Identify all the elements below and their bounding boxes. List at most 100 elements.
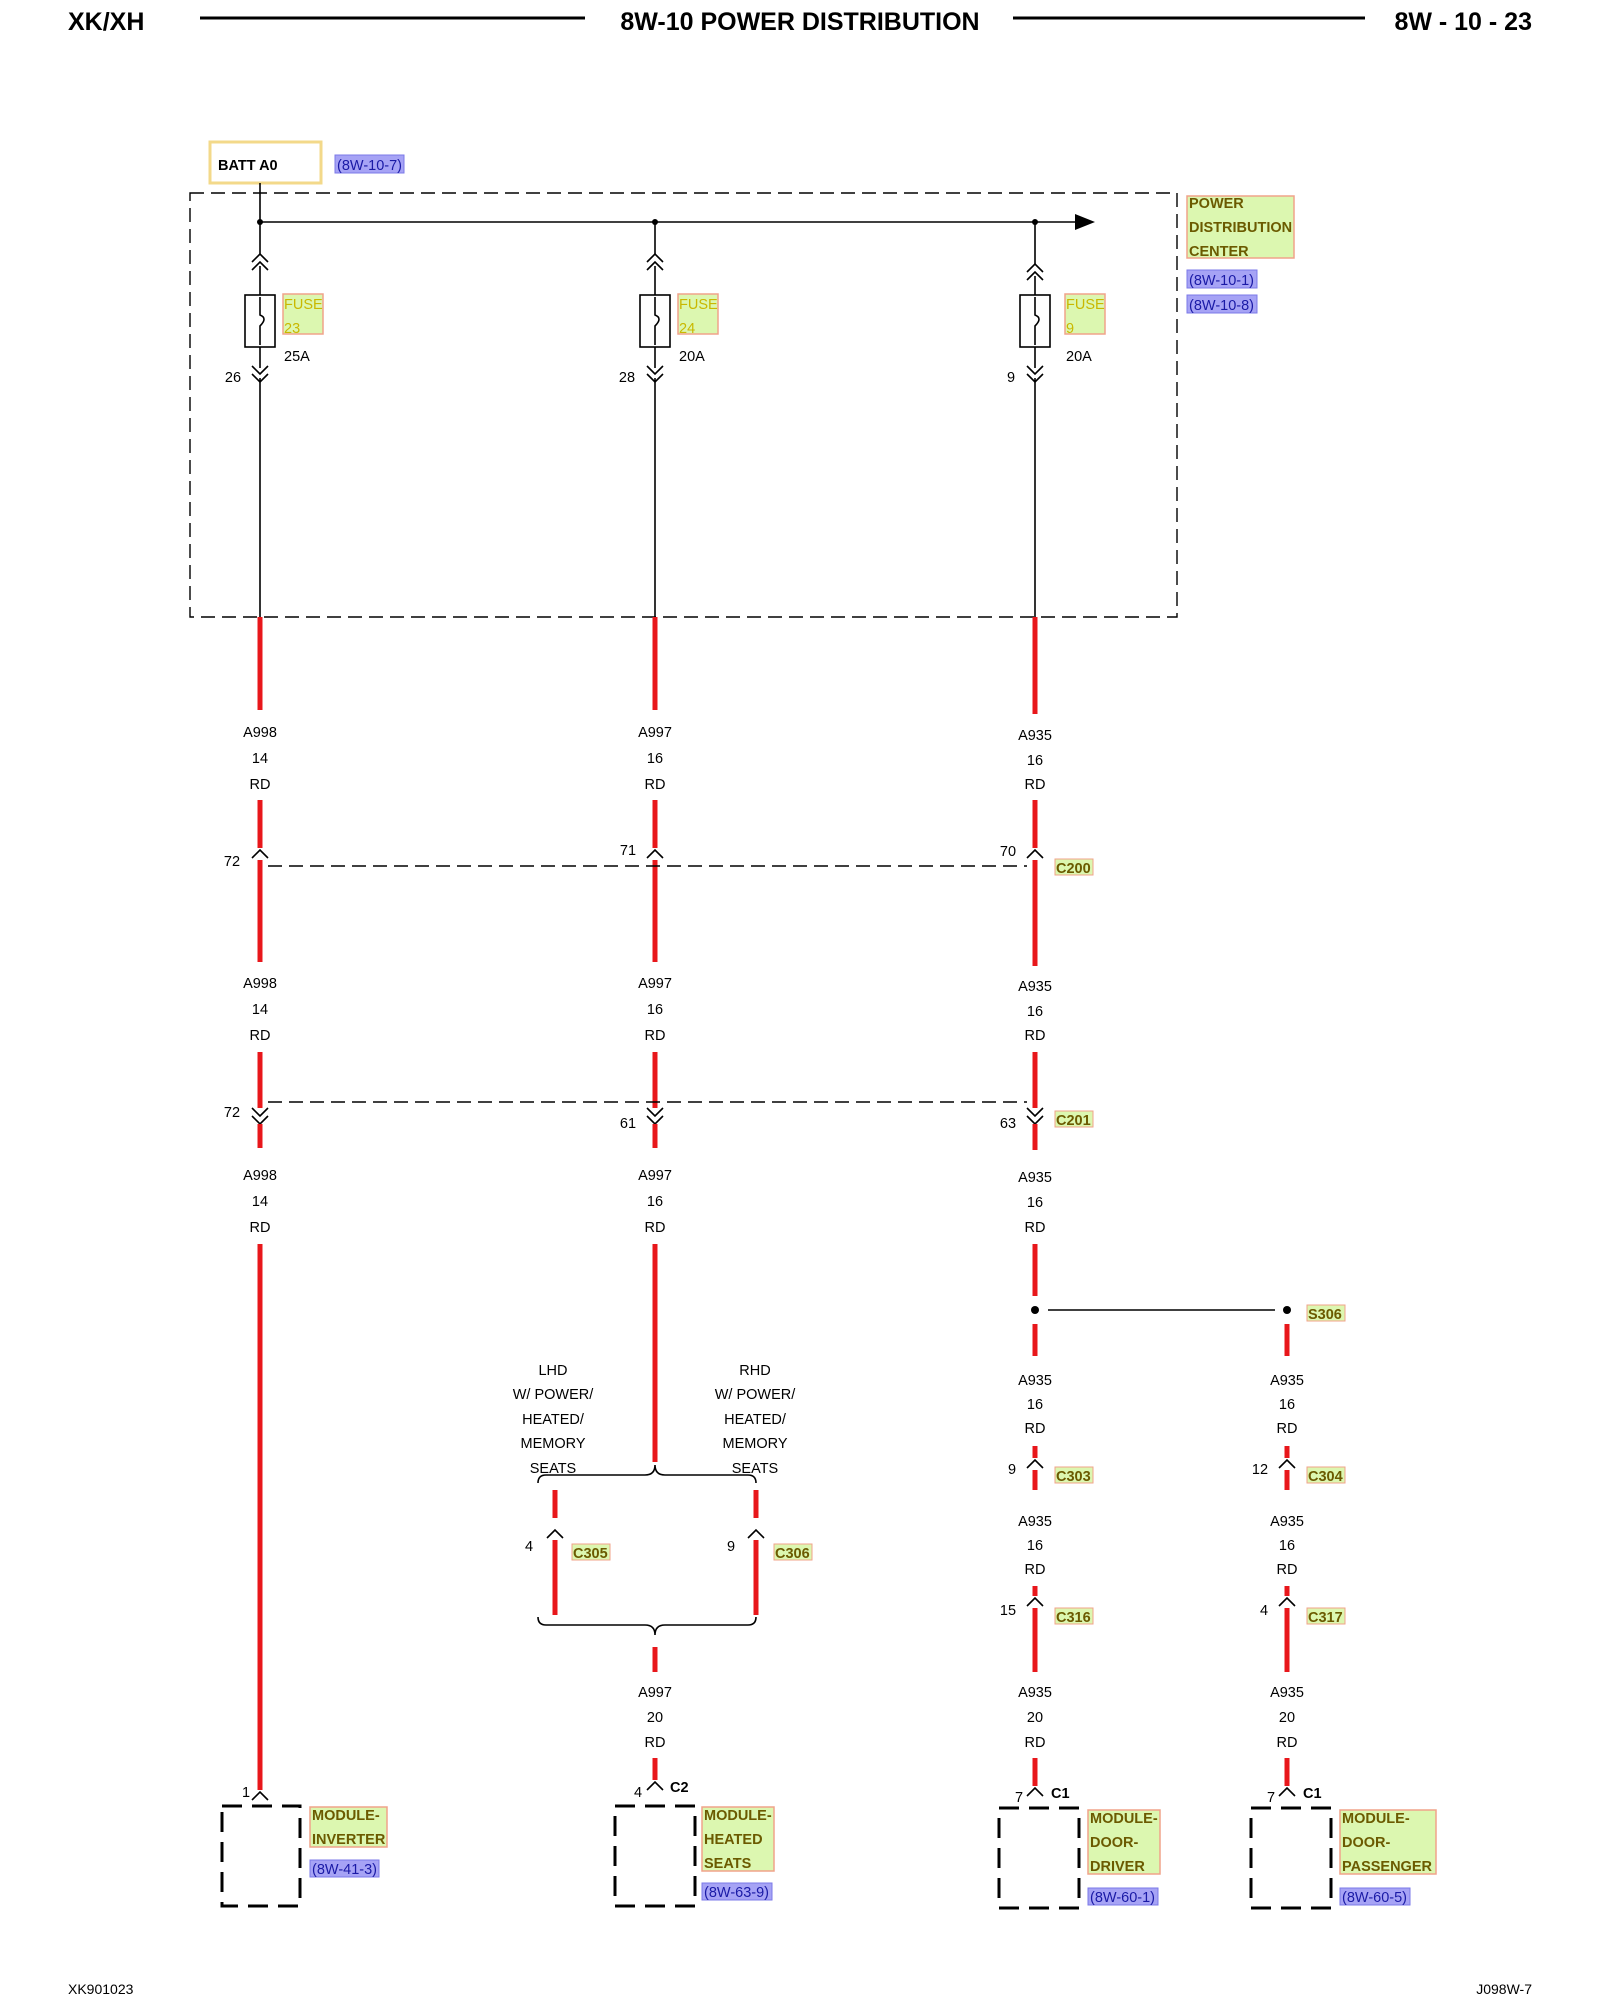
a998-label-2: A998 (243, 976, 277, 992)
circuit-a935: A935 16 RD A935 16 RD A935 16 RD A935 16… (1018, 617, 1291, 1786)
a998-gauge-1: 14 (252, 751, 268, 767)
fuse-24: FUSE 24 20A 28 (619, 222, 719, 617)
door-driver-name-1: MODULE- (1090, 1811, 1158, 1827)
a935p-color-1: RD (1277, 1421, 1298, 1437)
power-distribution-center: POWER DISTRIBUTION CENTER (8W-10-1) (8W-… (189, 192, 1295, 618)
c201-pin-2: 61 (620, 1116, 636, 1132)
a998-label-3: A998 (243, 1168, 277, 1184)
rhd-line-5: SEATS (732, 1461, 778, 1477)
a935p-label-2: A935 (1270, 1514, 1304, 1530)
door-passenger-name-3: PASSENGER (1342, 1859, 1433, 1875)
rhd-line-4: MEMORY (723, 1436, 788, 1452)
connector-c200: 72 71 70 C200 (224, 843, 1094, 877)
a935-color-3: RD (1025, 1220, 1046, 1236)
battery-source: BATT A0 (8W-10-7) (208, 140, 405, 185)
header-model: XK/XH (68, 8, 144, 36)
a935p-label-3: A935 (1270, 1685, 1304, 1701)
lhd-line-3: HEATED/ (522, 1412, 585, 1428)
a997-color-4: RD (645, 1735, 666, 1751)
door-driver-name-3: DRIVER (1090, 1859, 1145, 1875)
a935-label-5: A935 (1018, 1514, 1052, 1530)
lhd-line-2: W/ POWER/ (513, 1387, 595, 1403)
circuit-a997: A997 16 RD A997 16 RD A997 16 RD A997 20… (537, 617, 765, 1780)
fuse-24-number: 24 (679, 321, 695, 337)
connector-c303: 9 C303 (1008, 1462, 1094, 1485)
c305-name: C305 (573, 1546, 608, 1562)
a935-gauge-2: 16 (1027, 1004, 1043, 1020)
door-passenger-pin: 7 (1267, 1790, 1275, 1806)
a998-label-1: A998 (243, 725, 277, 741)
door-passenger-ref: (8W-60-5) (1342, 1890, 1407, 1906)
lhd-line-5: SEATS (530, 1461, 576, 1477)
a935-color-4: RD (1025, 1421, 1046, 1437)
module-heated-seats: 4 C2 MODULE- HEATED SEATS (8W-63-9) (613, 1780, 775, 1908)
a935p-label-1: A935 (1270, 1373, 1304, 1389)
a935-label-3: A935 (1018, 1170, 1052, 1186)
a997-gauge-2: 16 (647, 1002, 663, 1018)
a998-gauge-2: 14 (252, 1002, 268, 1018)
a935-gauge-5: 16 (1027, 1538, 1043, 1554)
fuse-24-pin: 28 (619, 370, 635, 386)
connector-c304: 12 C304 (1252, 1462, 1346, 1485)
fuse-23-label: FUSE (284, 297, 323, 313)
a935-color-2: RD (1025, 1028, 1046, 1044)
inverter-pin: 1 (242, 1785, 250, 1801)
pdc-name-line-3: CENTER (1189, 244, 1249, 260)
connector-c201: 72 61 63 C201 (224, 1101, 1094, 1132)
door-passenger-name-1: MODULE- (1342, 1811, 1410, 1827)
a997-color-2: RD (645, 1028, 666, 1044)
c306-name: C306 (775, 1546, 810, 1562)
fuse-9-rating: 20A (1066, 349, 1092, 365)
a997-color-1: RD (645, 777, 666, 793)
a997-label-4: A997 (638, 1685, 672, 1701)
a935-label-1: A935 (1018, 728, 1052, 744)
option-lhd-label: LHD W/ POWER/ HEATED/ MEMORY SEATS (513, 1363, 595, 1477)
a935p-color-3: RD (1277, 1735, 1298, 1751)
c303-pin: 9 (1008, 1462, 1016, 1478)
heated-seats-conn: C2 (670, 1780, 689, 1796)
option-rhd-label: RHD W/ POWER/ HEATED/ MEMORY SEATS (715, 1363, 797, 1477)
fuse-9: FUSE 9 20A 9 (1007, 222, 1106, 617)
footer-code: XK901023 (68, 1981, 134, 1997)
lhd-line-4: MEMORY (521, 1436, 586, 1452)
door-driver-ref: (8W-60-1) (1090, 1890, 1155, 1906)
a997-label-2: A997 (638, 976, 672, 992)
a997-label-3: A997 (638, 1168, 672, 1184)
c304-name: C304 (1308, 1469, 1343, 1485)
c200-name: C200 (1056, 861, 1091, 877)
circuit-a935-passenger: A935 16 RD A935 16 RD A935 20 RD (1270, 1324, 1304, 1786)
a935-color-6: RD (1025, 1735, 1046, 1751)
s306-name: S306 (1308, 1307, 1342, 1323)
a997-gauge-4: 20 (647, 1710, 663, 1726)
fuse-9-label: FUSE (1066, 297, 1105, 313)
fuse-23-pin: 26 (225, 370, 241, 386)
rhd-line-3: HEATED/ (724, 1412, 787, 1428)
inverter-name-2: INVERTER (312, 1832, 386, 1848)
a935-color-5: RD (1025, 1562, 1046, 1578)
a935p-color-2: RD (1277, 1562, 1298, 1578)
heated-seats-name-3: SEATS (704, 1856, 752, 1872)
rhd-line-1: RHD (739, 1363, 770, 1379)
a935-gauge-6: 20 (1027, 1710, 1043, 1726)
fuse-23: FUSE 23 25A 26 (225, 222, 324, 617)
fuse-24-rating: 20A (679, 349, 705, 365)
pdc-name-line-2: DISTRIBUTION (1189, 220, 1292, 236)
c317-pin: 4 (1260, 1603, 1268, 1619)
pdc-ref-1: (8W-10-1) (1189, 273, 1254, 289)
fuse-24-label: FUSE (679, 297, 718, 313)
c305-pin: 4 (525, 1539, 533, 1555)
a997-label-1: A997 (638, 725, 672, 741)
c200-pin-2: 71 (620, 843, 636, 859)
module-door-passenger: 7 C1 MODULE- DOOR- PASSENGER (8W-60-5) (1249, 1786, 1437, 1910)
c303-name: C303 (1056, 1469, 1091, 1485)
a998-color-3: RD (250, 1220, 271, 1236)
page-header: XK/XH 8W-10 POWER DISTRIBUTION 8W - 10 -… (68, 8, 1532, 36)
a997-color-3: RD (645, 1220, 666, 1236)
battery-label: BATT A0 (218, 158, 278, 174)
fuse-23-rating: 25A (284, 349, 310, 365)
rhd-line-2: W/ POWER/ (715, 1387, 797, 1403)
battery-ref: (8W-10-7) (337, 158, 402, 174)
door-driver-pin: 7 (1015, 1790, 1023, 1806)
a935-label-4: A935 (1018, 1373, 1052, 1389)
door-passenger-name-2: DOOR- (1342, 1835, 1391, 1851)
